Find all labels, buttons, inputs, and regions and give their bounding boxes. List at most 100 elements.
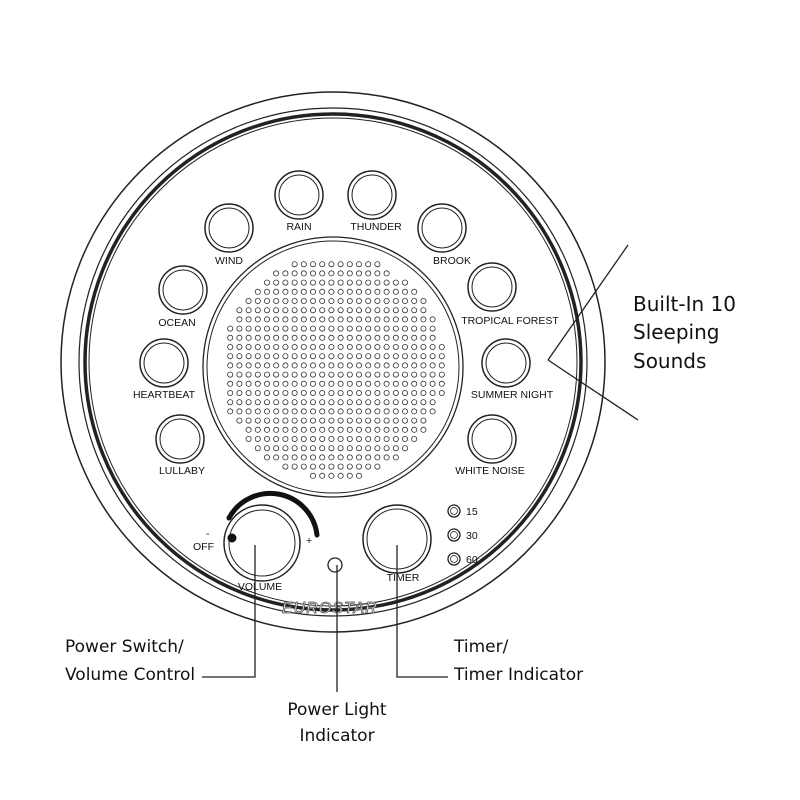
grille-hole: [282, 399, 289, 406]
grille-hole: [401, 399, 408, 406]
sound-button-summer-night[interactable]: [481, 338, 531, 388]
grille-hole: [245, 343, 252, 350]
grille-hole: [420, 371, 427, 378]
grille-hole: [245, 307, 252, 314]
grille-hole: [355, 353, 362, 360]
grille-hole: [236, 371, 243, 378]
grille-hole: [291, 288, 298, 295]
grille-hole: [392, 371, 399, 378]
grille-hole: [263, 343, 270, 350]
grille-hole: [282, 316, 289, 323]
grille-hole: [374, 463, 381, 470]
grille-hole: [401, 426, 408, 433]
grille-hole: [273, 362, 280, 369]
grille-hole: [236, 325, 243, 332]
volume-knob[interactable]: [223, 490, 320, 582]
grille-hole: [309, 380, 316, 387]
grille-hole: [411, 389, 418, 396]
grille-hole: [346, 380, 353, 387]
grille-hole: [273, 445, 280, 452]
sound-button-brook[interactable]: [417, 203, 467, 253]
grille-hole: [328, 399, 335, 406]
grille-hole: [383, 435, 390, 442]
grille-hole: [254, 343, 261, 350]
volume-indicator-dot: [227, 533, 237, 543]
grille-hole: [429, 325, 436, 332]
sound-label-heartbeat: HEARTBEAT: [133, 389, 196, 401]
sound-button-heartbeat[interactable]: [139, 338, 189, 388]
grille-hole: [420, 380, 427, 387]
grille-hole: [374, 297, 381, 304]
grille-hole: [411, 316, 418, 323]
sound-button-white-noise[interactable]: [467, 414, 517, 464]
grille-hole: [365, 325, 372, 332]
grille-hole: [291, 316, 298, 323]
sound-button-tropical-forest[interactable]: [467, 262, 517, 312]
grille-hole: [374, 270, 381, 277]
grille-hole: [374, 426, 381, 433]
grille-hole: [392, 408, 399, 415]
grille-hole: [383, 389, 390, 396]
grille-hole: [365, 435, 372, 442]
grille-hole: [309, 307, 316, 314]
grille-hole: [245, 371, 252, 378]
grille-hole: [420, 362, 427, 369]
grille-hole: [346, 472, 353, 479]
sounds-leader-lower: [547, 359, 639, 421]
grille-hole: [319, 353, 326, 360]
grille-hole: [355, 307, 362, 314]
grille-hole: [355, 472, 362, 479]
sound-button-wind[interactable]: [204, 203, 254, 253]
callout-power-line2: Volume Control: [65, 665, 195, 685]
grille-hole: [383, 380, 390, 387]
grille-hole: [273, 399, 280, 406]
grille-hole: [309, 435, 316, 442]
grille-hole: [309, 297, 316, 304]
grille-hole: [328, 334, 335, 341]
sound-label-summer-night: SUMMER NIGHT: [471, 389, 554, 401]
grille-hole: [291, 435, 298, 442]
grille-hole: [365, 417, 372, 424]
grille-hole: [374, 435, 381, 442]
grille-hole: [401, 307, 408, 314]
grille-hole: [383, 408, 390, 415]
grille-hole: [392, 389, 399, 396]
grille-hole: [254, 307, 261, 314]
grille-hole: [346, 408, 353, 415]
grille-hole: [319, 445, 326, 452]
grille-hole: [319, 279, 326, 286]
grille-hole: [245, 297, 252, 304]
grille-hole: [328, 353, 335, 360]
grille-hole: [309, 472, 316, 479]
sound-button-ocean[interactable]: [158, 265, 208, 315]
grille-hole: [328, 261, 335, 268]
grille-hole: [365, 307, 372, 314]
grille-hole: [319, 417, 326, 424]
volume-knob-inner: [228, 509, 296, 577]
grille-hole: [337, 362, 344, 369]
power-leader-line: [202, 545, 256, 678]
sound-button-lullaby[interactable]: [155, 414, 205, 464]
sound-button-thunder[interactable]: [347, 170, 397, 220]
grille-hole: [383, 325, 390, 332]
grille-hole: [300, 307, 307, 314]
grille-hole: [319, 408, 326, 415]
grille-hole: [245, 417, 252, 424]
grille-hole: [254, 334, 261, 341]
sound-button-rain[interactable]: [274, 170, 324, 220]
grille-hole: [291, 279, 298, 286]
volume-off-label: OFF: [193, 541, 214, 553]
grille-hole: [254, 371, 261, 378]
grille-hole: [282, 371, 289, 378]
grille-hole: [236, 417, 243, 424]
grille-hole: [291, 270, 298, 277]
grille-hole: [245, 389, 252, 396]
grille-hole: [337, 334, 344, 341]
volume-minus-label: -: [206, 528, 210, 540]
grille-hole: [337, 426, 344, 433]
grille-hole: [429, 380, 436, 387]
grille-hole: [245, 435, 252, 442]
grille-hole: [429, 408, 436, 415]
grille-hole: [392, 279, 399, 286]
sound-button-outer: [155, 414, 205, 464]
